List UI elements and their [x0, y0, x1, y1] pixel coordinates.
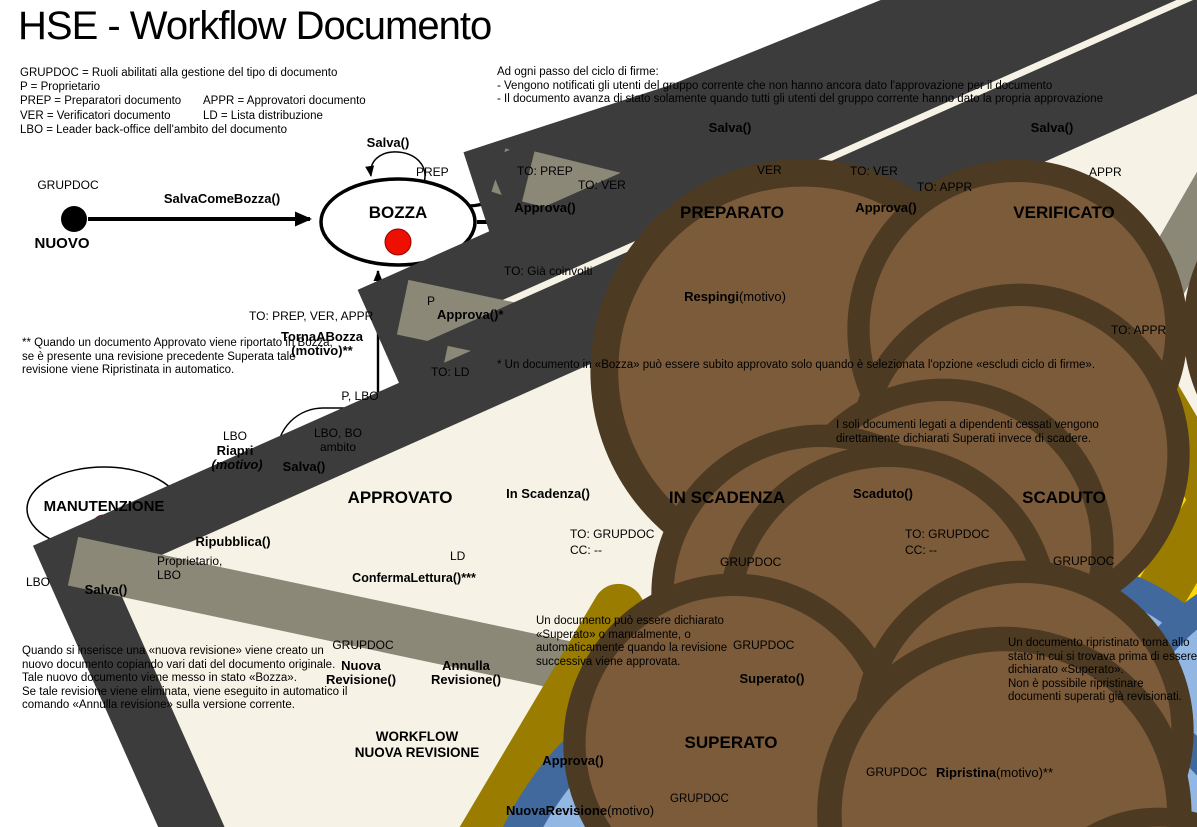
label-approva-3: Approva() [542, 753, 604, 768]
state-label-scaduto: SCADUTO [1022, 488, 1106, 507]
actor-p: P [426, 294, 436, 308]
label-to-prep: TO: PREP [517, 164, 573, 178]
label-nuovarevisione-motivo: NuovaRevisione(motivo) [505, 803, 655, 818]
actor-grupdoc-superato-line: GRUPDOC [733, 638, 795, 652]
state-label-superato: SUPERATO [684, 733, 778, 752]
label-ripubblica: Ripubblica() [195, 534, 271, 549]
note-ciclo-firme: Ad ogni passo del ciclo di firme: - Veng… [497, 66, 1104, 106]
page-title: HSE - Workflow Documento [18, 4, 492, 48]
actor-grupdoc-under-superato: GRUPDOC [670, 793, 729, 805]
actor-proprietario-lbo: Proprietario, LBO [157, 554, 223, 582]
label-in-scadenza: In Scadenza() [506, 486, 590, 501]
label-to-ver-2: TO: VER [850, 164, 898, 178]
state-label-bozza: BOZZA [368, 203, 428, 222]
note-superato: Un documento può essere dichiarato «Supe… [536, 615, 728, 668]
label-to-appr-1: TO: APPR [917, 180, 973, 194]
label-cc-2: CC: -- [905, 543, 937, 557]
label-salva-bozza: Salva() [366, 135, 410, 150]
label-approva-star: Approva()* [437, 307, 504, 322]
state-label-in-scadenza: IN SCADENZA [668, 488, 786, 507]
actor-lbo-riapri: LBO [222, 429, 248, 443]
state-label-preparato: PREPARATO [680, 203, 784, 222]
legend-line: GRUPDOC = Ruoli abilitati alla gestione … [20, 67, 338, 79]
bozza-status-dot [384, 228, 412, 256]
actor-appr: APPR [1089, 165, 1122, 179]
label-respingi: Respingi(motivo) [684, 289, 786, 304]
state-label-workflow-1: WORKFLOW [375, 729, 459, 744]
label-tornabozza-arg: (motivo)** [291, 343, 353, 358]
actor-grupdoc-scaduto: GRUPDOC [1053, 554, 1115, 568]
label-salva-approvato: Salva() [282, 459, 326, 474]
legend-line: P = Proprietario [20, 81, 101, 94]
label-to-grupdoc-2: TO: GRUPDOC [905, 527, 990, 541]
label-salva-manutenzione: Salva() [84, 582, 128, 597]
state-label-verificato: VERIFICATO [1013, 203, 1115, 222]
label-approva-1: Approva() [514, 200, 576, 215]
actor-p-lbo: P, LBO [341, 389, 379, 403]
label-cc-1: CC: -- [570, 543, 602, 557]
actor-grupdoc-nuova-revisione: GRUPDOC [332, 638, 394, 652]
label-annulla-revisione-1: Annulla [442, 658, 490, 673]
note-nuova-revisione: Quando si inserisce una «nuova revisione… [22, 645, 348, 712]
label-ripristina: Ripristina(motivo)** [936, 765, 1054, 780]
label-riapri-arg: (motivo) [211, 457, 263, 472]
note-dipendenti-cessati: I soli documenti legati a dipendenti ces… [836, 419, 1099, 445]
arrow-bozza-salva-loop [365, 151, 426, 184]
label-annulla-revisione-2: Revisione() [430, 672, 502, 687]
label-to-gia-coinvolti: TO: Già coinvolti [504, 264, 593, 278]
actor-prep: PREP [416, 165, 449, 179]
actor-grupdoc-in-scadenza: GRUPDOC [720, 555, 782, 569]
label-conferma-lettura: ConfermaLettura()*** [352, 571, 476, 585]
label-nuova-revisione-2: Revisione() [325, 672, 397, 687]
label-salva-verificato: Salva() [1030, 120, 1074, 135]
state-label-workflow-2: NUOVA REVISIONE [354, 745, 480, 760]
actor-ld: LD [450, 549, 466, 563]
note-bozza-approva: * Un documento in «Bozza» può essere sub… [497, 359, 1096, 371]
actor-ver: VER [757, 163, 782, 177]
state-label-manutenzione: MANUTENZIONE [43, 498, 165, 515]
label-to-prep-ver-appr: TO: PREP, VER, APPR [249, 309, 374, 323]
label-tornabozza: TornaABozza [280, 329, 364, 344]
bozza-state [319, 177, 477, 267]
actor-lbo-bo-ambito: LBO, BO ambito [314, 426, 363, 454]
legend-line: LBO = Leader back-office dell'ambito del… [20, 123, 287, 136]
actor-grupdoc-nuovo: GRUPDOC [37, 178, 99, 192]
label-to-appr-2: TO: APPR [1111, 323, 1167, 337]
note-ripristino: Un documento ripristinato torna allo sta… [1008, 637, 1197, 704]
label-to-grupdoc-1: TO: GRUPDOC [570, 527, 655, 541]
note-torna-bozza: ** Quando un documento Approvato viene r… [22, 337, 333, 377]
label-superato: Superato() [739, 671, 805, 686]
label-riapri: Riapri [216, 443, 254, 458]
label-to-ver-1: TO: VER [578, 178, 626, 192]
label-approva-2: Approva() [855, 200, 917, 215]
label-nuova-revisione-1: Nuova [341, 658, 381, 673]
label-to-ld: TO: LD [431, 365, 470, 379]
legend: GRUPDOC = Ruoli abilitati alla gestione … [20, 66, 366, 137]
actor-grupdoc-ripristina: GRUPDOC [866, 765, 928, 779]
label-salva-preparato: Salva() [708, 120, 752, 135]
state-label-approvato: APPROVATO [347, 488, 453, 507]
label-salvacomebozza: SalvaComeBozza() [163, 191, 281, 206]
label-scaduto: Scaduto() [853, 486, 913, 501]
actor-lbo-manutenzione: LBO [26, 575, 51, 589]
nuovo-start-dot [61, 206, 87, 232]
state-label-nuovo: NUOVO [34, 235, 90, 252]
